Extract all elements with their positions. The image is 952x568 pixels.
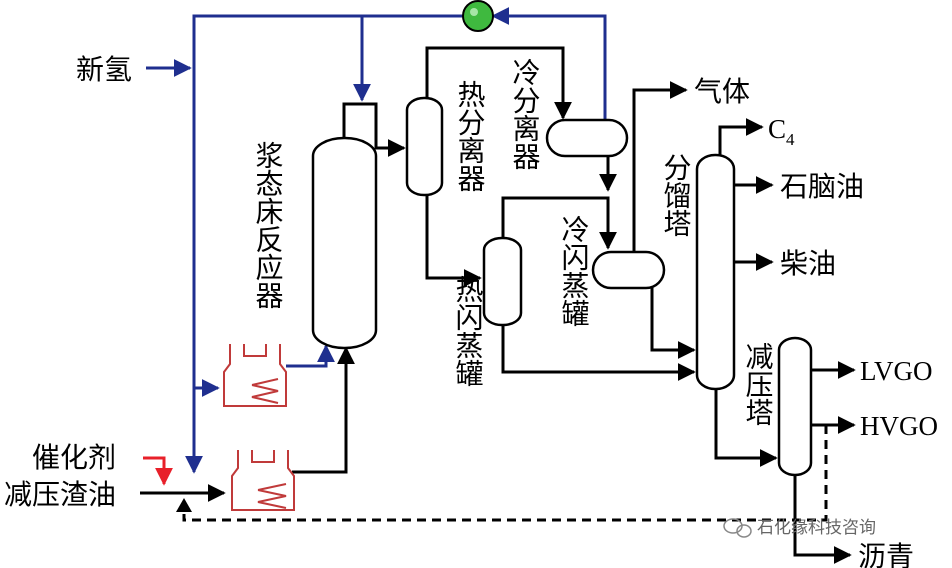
mix-point-arrow xyxy=(176,498,192,512)
hot-separator-vessel xyxy=(405,96,444,197)
label-c4-main: C xyxy=(768,114,786,144)
label-gas: 气体 xyxy=(694,75,750,108)
feed-lines xyxy=(140,346,355,512)
hot-hydrogen-to-reactor-line xyxy=(286,344,335,368)
cold-separator-vessel xyxy=(545,118,629,158)
watermark: 石化缘科技咨询 xyxy=(723,518,876,538)
vacuum-tower-vessel xyxy=(777,336,813,477)
label-fresh-hydrogen: 新氢 xyxy=(76,53,132,86)
reactor-effluent-line xyxy=(342,102,406,157)
recycle-compressor xyxy=(462,0,494,32)
heater-lower xyxy=(231,450,295,511)
label-c4: C4 xyxy=(768,114,795,149)
hot-flash-vapor-line xyxy=(501,196,617,250)
label-diesel: 柴油 xyxy=(780,247,836,280)
label-hot-flash-drum: 热闪蒸罐 xyxy=(452,275,485,387)
label-vacuum-residue: 减压渣油 xyxy=(4,478,116,511)
heater-upper-stack xyxy=(243,344,267,357)
hot-separator-liquid-line xyxy=(425,195,482,287)
cold-flash-drum-vessel xyxy=(591,250,666,290)
label-vacuum-tower: 减压塔 xyxy=(742,342,775,426)
label-cold-separator: 冷分离器 xyxy=(509,58,542,170)
label-asphalt: 沥青 xyxy=(858,540,914,568)
cold-flash-liquid-line xyxy=(650,288,696,359)
labels: 新氢 浆态床反应器 热分离器 冷分离器 热闪蒸罐 冷闪蒸罐 分馏塔 减压塔 催化… xyxy=(4,53,938,568)
c4-outlet-line xyxy=(718,118,764,155)
heater-lower-body xyxy=(231,450,295,511)
slurry-reactor-vessel xyxy=(311,136,378,350)
hot-flash-liquid-line xyxy=(501,325,696,381)
fractionator-bottoms-line xyxy=(714,389,778,467)
gas-outlet-line xyxy=(632,81,688,252)
label-hot-separator: 热分离器 xyxy=(454,80,487,192)
label-naphtha: 石脑油 xyxy=(780,170,864,203)
heater-lower-coil xyxy=(257,483,287,509)
hydrogen-header-line xyxy=(192,14,463,470)
watermark-text: 石化缘科技咨询 xyxy=(757,518,876,538)
catalyst-feed-line xyxy=(143,456,173,486)
label-hvgo: HVGO xyxy=(860,411,938,441)
heater-upper-body xyxy=(223,344,287,407)
hot-feed-to-reactor-line xyxy=(292,346,355,474)
hot-flash-drum-vessel xyxy=(482,236,523,327)
recycle-gas-line xyxy=(491,7,607,138)
heater-upper xyxy=(223,344,287,407)
hot-separator-vapor-line xyxy=(425,46,572,120)
label-fractionator: 分馏塔 xyxy=(660,153,693,237)
fractionator-vessel xyxy=(695,153,736,391)
label-slurry-reactor: 浆态床反应器 xyxy=(252,141,285,309)
label-catalyst: 催化剂 xyxy=(32,441,116,474)
wechat-icon-bubble xyxy=(736,524,752,538)
heater-lower-stack xyxy=(251,450,275,463)
label-lvgo: LVGO xyxy=(860,356,933,386)
hydrogen-lines xyxy=(146,7,607,474)
hvgo-recycle-dashed-line xyxy=(182,425,828,522)
compressor-icon xyxy=(462,0,494,32)
compressor-highlight xyxy=(470,8,478,16)
heater-upper-coil xyxy=(251,378,279,404)
label-c4-subscript: 4 xyxy=(786,130,795,149)
label-cold-flash-drum: 冷闪蒸罐 xyxy=(558,215,591,327)
asphalt-outlet-line xyxy=(793,475,852,564)
